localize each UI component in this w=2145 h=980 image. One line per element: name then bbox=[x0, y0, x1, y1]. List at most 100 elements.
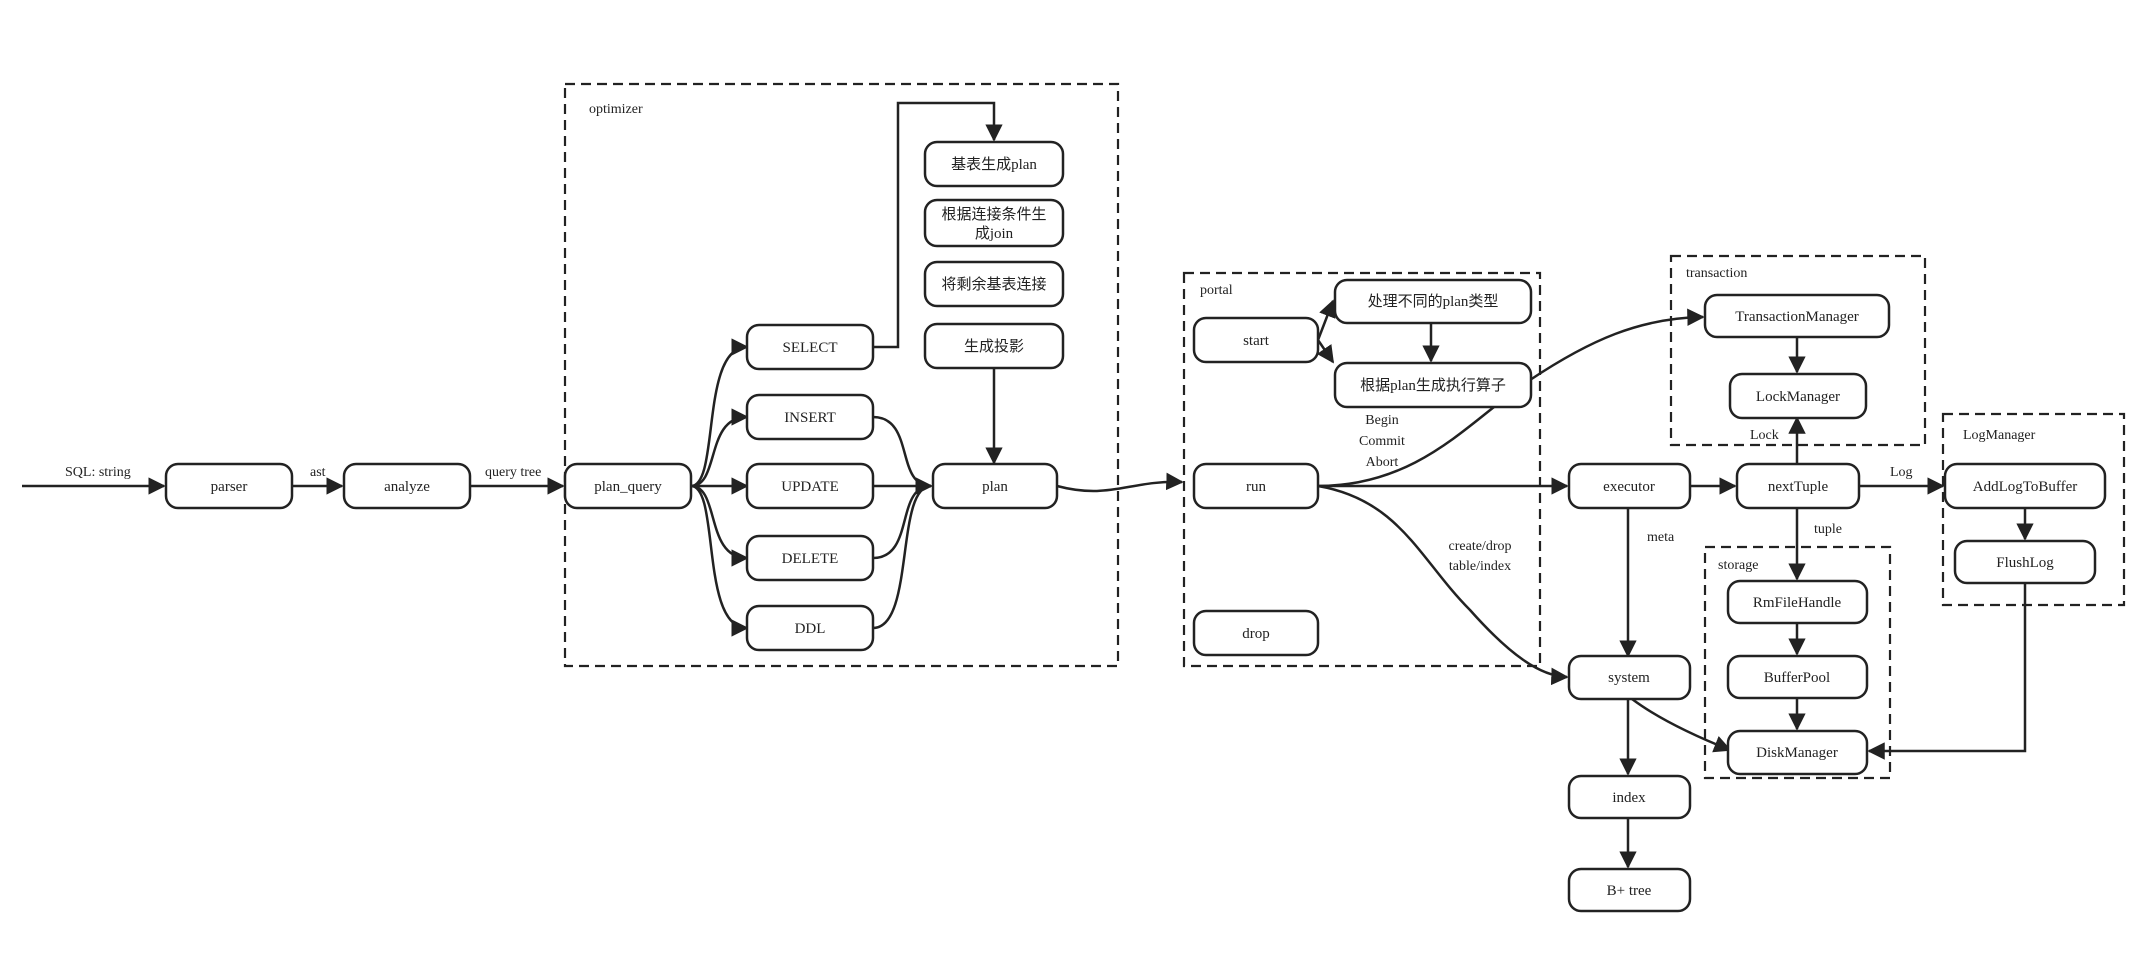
edge-run-system bbox=[1317, 484, 1569, 686]
label-sql-string: SQL: string bbox=[65, 465, 131, 480]
index-node: index bbox=[1567, 774, 1692, 820]
drop-label: drop bbox=[1242, 626, 1270, 642]
projection-label: 生成投影 bbox=[964, 338, 1024, 355]
start-node: start bbox=[1192, 316, 1320, 364]
system-node: system bbox=[1567, 654, 1692, 701]
drop-node: drop bbox=[1192, 609, 1320, 657]
label-tuple: tuple bbox=[1814, 522, 1842, 537]
btree-node: B+ tree bbox=[1567, 867, 1692, 913]
index-label: index bbox=[1612, 790, 1646, 806]
label-log: Log bbox=[1890, 465, 1913, 480]
logmanager-group-label: LogManager bbox=[1963, 428, 2036, 443]
run-label: run bbox=[1246, 479, 1266, 495]
btree-label: B+ tree bbox=[1607, 883, 1652, 899]
edge-planquery-insert bbox=[690, 408, 749, 488]
label-create-drop: create/drop bbox=[1449, 539, 1512, 554]
nexttuple-node: nextTuple bbox=[1735, 462, 1861, 510]
join-label-line2: 成join bbox=[975, 225, 1014, 242]
buffer-pool-node: BufferPool bbox=[1726, 654, 1869, 700]
join-label-line1: 根据连接条件生 bbox=[941, 206, 1046, 223]
transaction-group-label: transaction bbox=[1686, 266, 1747, 281]
label-table-index: table/index bbox=[1449, 559, 1511, 574]
label-ast: ast bbox=[310, 465, 326, 480]
label-meta: meta bbox=[1647, 530, 1675, 545]
update-label: UPDATE bbox=[781, 479, 839, 495]
select-node: SELECT bbox=[745, 323, 875, 371]
executor-label: executor bbox=[1603, 479, 1655, 495]
disk-manager-label: DiskManager bbox=[1756, 745, 1838, 761]
handle-plan-node: 处理不同的plan类型 bbox=[1333, 278, 1533, 325]
logmanager-group: LogManager bbox=[1941, 412, 2126, 607]
transaction-manager-label: TransactionManager bbox=[1735, 309, 1859, 325]
edge-planquery-delete bbox=[690, 484, 749, 567]
remaining-join-node: 将剩余基表连接 bbox=[923, 260, 1065, 308]
nodes: parser analyze plan_query SELECT INSERT … bbox=[164, 140, 2107, 913]
projection-node: 生成投影 bbox=[923, 322, 1065, 370]
ddl-node: DDL bbox=[745, 604, 875, 652]
lock-manager-node: LockManager bbox=[1728, 372, 1868, 420]
plan-query-node: plan_query bbox=[563, 462, 693, 510]
insert-label: INSERT bbox=[784, 410, 836, 426]
transaction-manager-node: TransactionManager bbox=[1703, 293, 1891, 339]
storage-group: storage bbox=[1703, 545, 1892, 780]
edge-select-baseplan bbox=[873, 101, 1003, 349]
plan-query-label: plan_query bbox=[594, 479, 662, 495]
gen-executor-node: 根据plan生成执行算子 bbox=[1333, 361, 1533, 409]
delete-node: DELETE bbox=[745, 534, 875, 582]
delete-label: DELETE bbox=[782, 551, 839, 567]
label-commit: Commit bbox=[1359, 434, 1405, 449]
portal-group-label: portal bbox=[1200, 283, 1233, 298]
edge-ddl-plan bbox=[872, 477, 933, 630]
edge-planquery-select bbox=[690, 338, 749, 488]
storage-group-label: storage bbox=[1718, 558, 1758, 573]
portal-group: portal bbox=[1182, 271, 1542, 668]
edge-labels: SQL: string ast query tree Begin Commit … bbox=[65, 413, 1913, 574]
join-node: 根据连接条件生 成join bbox=[923, 198, 1065, 248]
gen-executor-label: 根据plan生成执行算子 bbox=[1360, 376, 1506, 394]
nexttuple-label: nextTuple bbox=[1768, 479, 1829, 495]
label-lock: Lock bbox=[1750, 428, 1779, 443]
label-begin: Begin bbox=[1365, 413, 1398, 428]
ddl-label: DDL bbox=[795, 621, 826, 637]
run-node: run bbox=[1192, 462, 1320, 510]
edge-delete-plan bbox=[872, 477, 933, 560]
update-node: UPDATE bbox=[745, 462, 875, 510]
edge-start-genexecutor bbox=[1316, 339, 1335, 364]
flush-log-label: FlushLog bbox=[1996, 555, 2054, 571]
edge-system-diskmanager bbox=[1631, 697, 1732, 753]
add-log-label: AddLogToBuffer bbox=[1973, 479, 2078, 495]
parser-label: parser bbox=[211, 479, 248, 495]
analyze-label: analyze bbox=[384, 479, 430, 495]
remaining-join-label: 将剩余基表连接 bbox=[941, 275, 1046, 293]
parser-node: parser bbox=[164, 462, 294, 510]
label-query-tree: query tree bbox=[485, 465, 541, 480]
base-plan-node: 基表生成plan bbox=[923, 140, 1065, 188]
system-label: system bbox=[1608, 670, 1650, 686]
plan-label: plan bbox=[982, 479, 1008, 495]
select-label: SELECT bbox=[783, 340, 838, 356]
rm-file-handle-node: RmFileHandle bbox=[1726, 579, 1869, 625]
base-plan-label: 基表生成plan bbox=[951, 156, 1037, 173]
edge-planquery-ddl bbox=[690, 484, 749, 637]
start-label: start bbox=[1243, 333, 1270, 349]
edge-start-handleplan bbox=[1316, 299, 1336, 341]
optimizer-group-label: optimizer bbox=[589, 102, 643, 117]
edge-flushlog-diskmanager bbox=[1867, 583, 2027, 760]
insert-node: INSERT bbox=[745, 393, 875, 441]
disk-manager-node: DiskManager bbox=[1726, 729, 1869, 776]
plan-node: plan bbox=[931, 462, 1059, 510]
handle-plan-label: 处理不同的plan类型 bbox=[1368, 293, 1499, 310]
rm-file-handle-label: RmFileHandle bbox=[1753, 595, 1842, 611]
label-abort: Abort bbox=[1366, 455, 1399, 470]
optimizer-group: optimizer bbox=[563, 82, 1120, 668]
buffer-pool-label: BufferPool bbox=[1764, 670, 1830, 686]
edge-insert-plan bbox=[872, 415, 933, 495]
edges bbox=[22, 101, 2034, 869]
lock-manager-label: LockManager bbox=[1756, 389, 1840, 405]
edge-plan-portal bbox=[1056, 472, 1184, 493]
add-log-node: AddLogToBuffer bbox=[1943, 462, 2107, 510]
executor-node: executor bbox=[1567, 462, 1692, 510]
flush-log-node: FlushLog bbox=[1953, 539, 2097, 585]
analyze-node: analyze bbox=[342, 462, 472, 510]
